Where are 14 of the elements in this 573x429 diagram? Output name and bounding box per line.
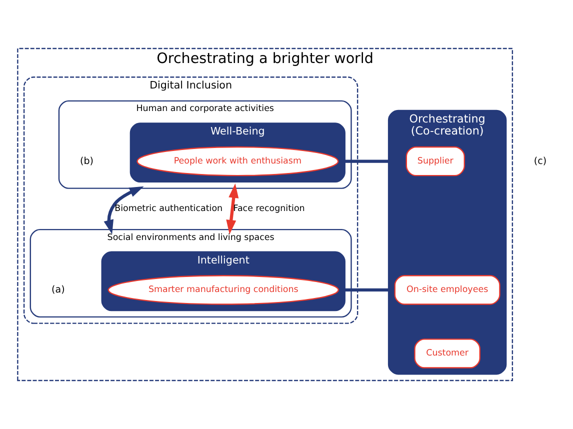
label: (c) — [534, 156, 547, 167]
arrow — [226, 184, 239, 234]
connector — [344, 288, 389, 292]
edge-label: Biometric authentication — [114, 204, 223, 214]
node-label: (b) — [80, 156, 94, 167]
arrow — [104, 186, 144, 234]
node-box: Customer — [414, 338, 480, 368]
connector — [344, 160, 389, 163]
node-ellipse: People work with enthusiasm — [136, 146, 339, 176]
node-box: Supplier — [406, 146, 465, 176]
node-label: (a) — [52, 284, 65, 296]
edge-label: Face recognition — [233, 204, 305, 214]
node-box: On-site employees — [394, 275, 500, 305]
node-ellipse: Smarter manufacturing conditions — [108, 275, 339, 305]
